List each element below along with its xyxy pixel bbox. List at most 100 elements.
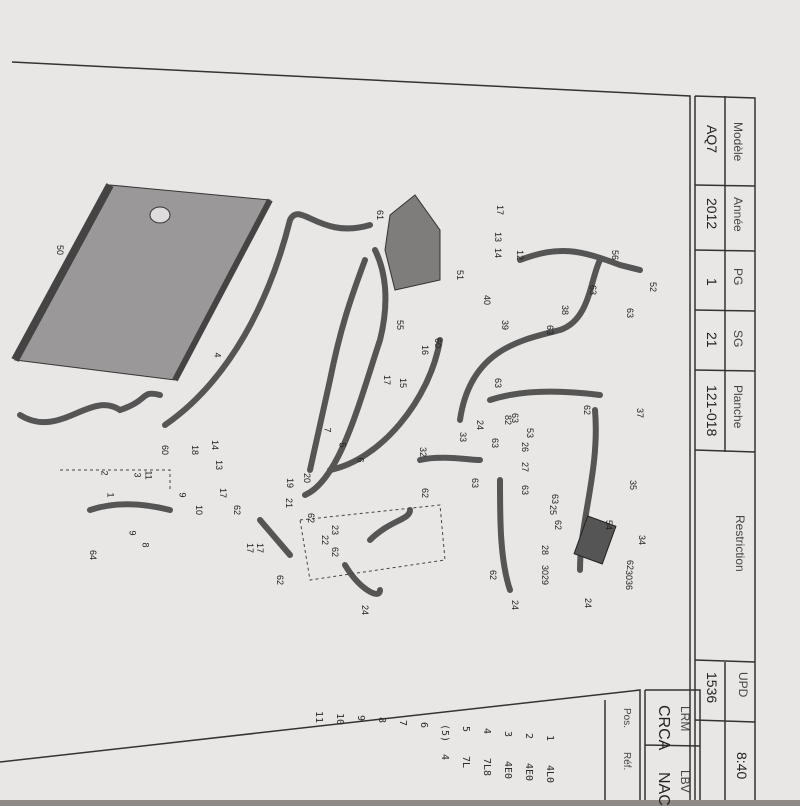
- plate-label: Planche: [731, 385, 745, 429]
- lrm-value: CRCA: [655, 705, 672, 751]
- time-value: 8:40: [734, 752, 750, 780]
- callout-number: 6: [355, 457, 366, 463]
- callout-number: 22: [320, 534, 331, 546]
- callout-number: 51: [455, 269, 466, 281]
- callout-number: 62: [582, 404, 593, 416]
- callout-number: 4: [212, 352, 223, 358]
- callout-number: 3: [132, 472, 143, 478]
- table-row-pos: 10: [334, 713, 345, 726]
- lrm-label: LRM: [678, 706, 692, 732]
- pg-value: 1: [704, 278, 720, 286]
- callout-number: 30: [624, 569, 635, 581]
- callout-number: 50: [55, 244, 66, 256]
- callout-number: 82: [503, 414, 514, 426]
- callout-number: 14: [493, 247, 504, 259]
- callout-number: 60: [160, 444, 171, 456]
- sg-label: SG: [731, 330, 745, 348]
- year-value: 2012: [704, 198, 720, 230]
- plate-value: 121-018: [704, 385, 720, 437]
- ref-header: Réf.: [621, 752, 632, 771]
- callout-number: 14: [210, 439, 221, 451]
- callout-number: 33: [458, 431, 469, 443]
- callout-number: 25: [548, 504, 559, 516]
- callout-number: 63: [470, 477, 481, 489]
- callout-number: 15: [398, 377, 409, 389]
- callout-number: 63: [490, 437, 501, 449]
- callout-number: 17: [382, 374, 393, 386]
- callout-number: 19: [285, 477, 296, 489]
- callout-number: 20: [302, 472, 313, 484]
- table-row-pos: 5: [460, 726, 471, 733]
- callout-number: 11: [143, 470, 154, 480]
- callout-number: 13: [214, 459, 225, 471]
- callout-number: 10: [194, 504, 205, 516]
- callout-number: 26: [520, 441, 531, 453]
- callout-number: 8: [140, 542, 151, 548]
- table-row-ref: 4: [439, 754, 450, 761]
- callout-number: 52: [648, 281, 659, 293]
- callout-number: 17: [245, 542, 256, 554]
- callout-number: 12: [515, 249, 526, 261]
- expansion-tank: [384, 194, 441, 291]
- upd-value: 1536: [704, 672, 720, 704]
- table-row-pos: 1: [544, 735, 555, 742]
- model-value: AQ7: [704, 125, 720, 154]
- cooler-module: [573, 515, 617, 565]
- table-row-ref: 7L8: [481, 758, 492, 777]
- callout-number: 28: [540, 544, 551, 556]
- callout-number: 16: [420, 344, 431, 356]
- table-row-ref: 7L: [460, 756, 471, 769]
- callout-number: 64: [88, 549, 99, 561]
- callout-number: 62: [232, 504, 243, 516]
- callout-number: 60: [433, 337, 444, 349]
- callout-number: 38: [560, 304, 571, 316]
- table-row-pos: 9: [355, 715, 366, 722]
- callout-number: 17: [218, 487, 229, 499]
- callout-number: 36: [624, 579, 635, 591]
- callout-number: 24: [510, 599, 521, 611]
- callout-number: 63: [520, 484, 531, 496]
- table-row-pos: 2: [523, 732, 534, 739]
- callout-number: 17: [255, 542, 266, 554]
- pos-header: Pos.: [621, 708, 632, 729]
- callout-number: 62: [625, 559, 636, 571]
- callout-number: 21: [284, 497, 295, 509]
- callout-number: 37: [635, 407, 646, 419]
- year-label: Année: [731, 197, 745, 232]
- callout-number: 61: [375, 209, 386, 221]
- table-row-pos: (5): [439, 724, 450, 743]
- callout-number: 2: [99, 470, 110, 476]
- callout-number: 7: [322, 427, 333, 433]
- callout-number: 27: [520, 461, 531, 473]
- lbv-value: NAC: [655, 772, 672, 806]
- callout-number: 17: [495, 204, 506, 216]
- callout-number: 34: [637, 534, 648, 546]
- callout-number: 62: [275, 574, 286, 586]
- callout-number: 13: [493, 231, 504, 243]
- pg-label: PG: [731, 268, 745, 286]
- callout-number: 62: [553, 519, 564, 531]
- callout-number: 24: [583, 597, 594, 609]
- callout-number: 39: [500, 319, 511, 331]
- table-row-pos: 11: [313, 710, 324, 723]
- callout-number: 9: [177, 492, 188, 498]
- table-row-ref: 4L0: [544, 765, 555, 784]
- lbv-label: LBV: [678, 770, 692, 793]
- restriction-label: Restriction: [733, 515, 747, 572]
- callout-number: 62: [488, 569, 499, 581]
- callout-number: 62: [330, 546, 341, 558]
- callout-number: 55: [395, 319, 406, 331]
- callout-number: 40: [482, 294, 493, 306]
- radiator-drawing: [11, 183, 273, 382]
- callout-number: 63: [588, 284, 599, 296]
- callout-number: 63: [545, 324, 556, 336]
- callout-number: 63: [550, 493, 561, 505]
- table-row-pos: 8: [376, 717, 387, 724]
- callout-number: 18: [190, 444, 201, 456]
- callout-number: 63: [625, 307, 636, 319]
- callout-number: 53: [525, 427, 536, 439]
- callout-number: 5: [337, 442, 348, 448]
- callout-number: 9: [127, 530, 138, 536]
- callout-number: 23: [330, 524, 341, 536]
